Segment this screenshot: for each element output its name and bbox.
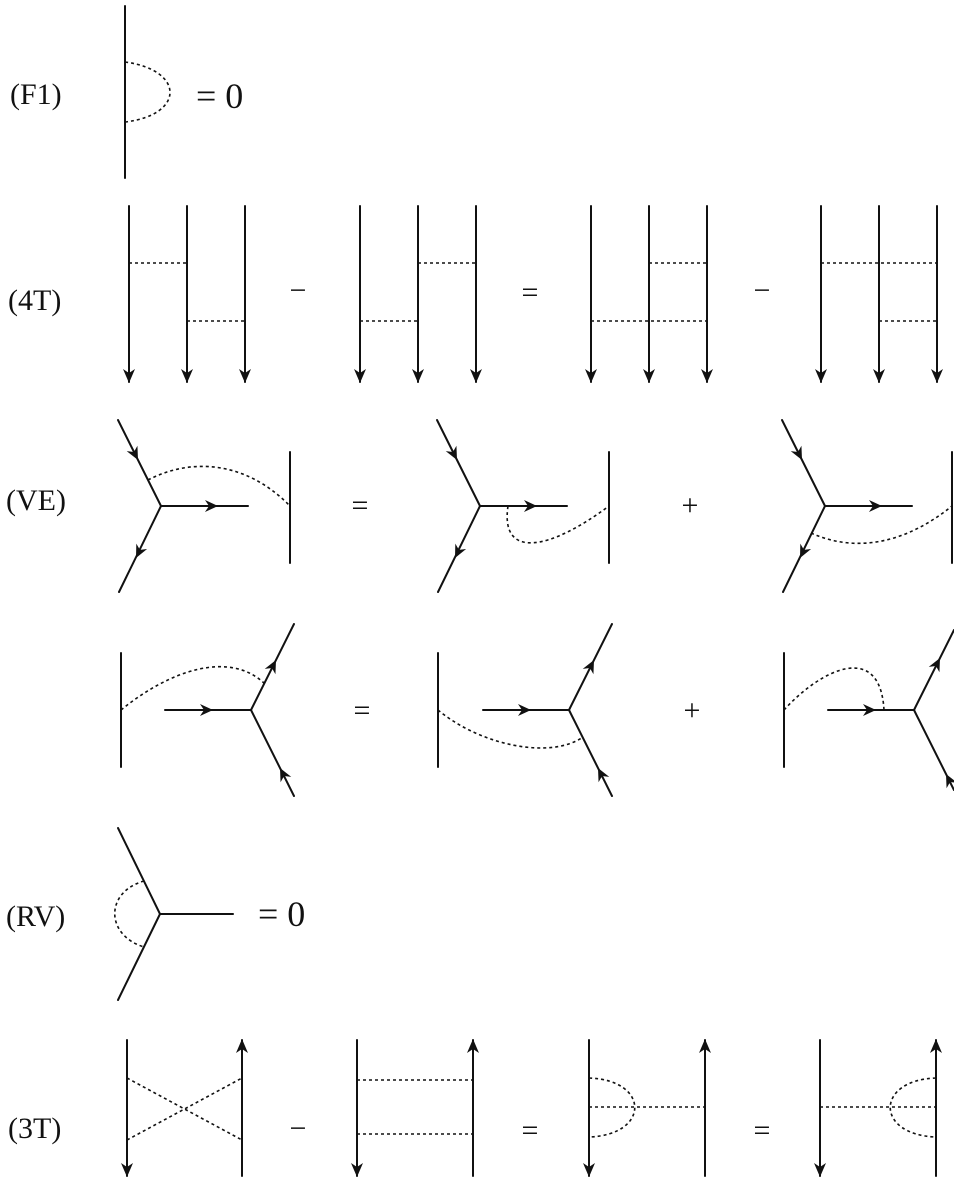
ve-op-2: + bbox=[682, 489, 699, 522]
relation-f1: (F1) = 0 bbox=[10, 5, 243, 179]
3t-diagram-3 bbox=[583, 1039, 711, 1177]
label-4t: (4T) bbox=[8, 284, 61, 317]
label-ve: (VE) bbox=[6, 484, 66, 517]
ve-mirror-diagram-3 bbox=[783, 629, 954, 791]
relation-4t: (4T) − = − bbox=[8, 205, 943, 383]
relation-3t: (3T) − = = bbox=[8, 1039, 942, 1177]
3t-diagram-1 bbox=[121, 1039, 248, 1177]
ve-mirror-diagram-1 bbox=[120, 623, 295, 797]
ve-mirror-op-1: = bbox=[354, 694, 371, 727]
relation-ve: (VE) = + bbox=[6, 419, 953, 593]
ve-diagram-2 bbox=[436, 419, 610, 593]
ve-diagram-3 bbox=[781, 419, 953, 593]
3t-op-2: = bbox=[522, 1114, 539, 1147]
label-3t: (3T) bbox=[8, 1112, 61, 1145]
f1-diagram bbox=[124, 5, 171, 179]
ve-mirror-diagram-2 bbox=[437, 623, 613, 797]
rv-rhs: = 0 bbox=[258, 894, 305, 934]
ve-mirror-op-2: + bbox=[684, 694, 701, 727]
4t-op-1: − bbox=[290, 274, 307, 307]
3t-op-1: − bbox=[290, 1112, 307, 1145]
4t-diagram-2 bbox=[354, 205, 482, 383]
relation-ve-mirror: = + bbox=[120, 623, 954, 797]
4t-diagram-3 bbox=[585, 205, 713, 383]
label-rv: (RV) bbox=[6, 900, 65, 933]
4t-op-3: − bbox=[754, 274, 771, 307]
label-f1: (F1) bbox=[10, 78, 62, 111]
4t-diagram-4 bbox=[815, 205, 943, 383]
3t-diagram-2 bbox=[351, 1039, 479, 1177]
relation-rv: (RV) = 0 bbox=[6, 827, 305, 1001]
4t-diagram-1 bbox=[123, 205, 251, 383]
4t-op-2: = bbox=[522, 276, 539, 309]
ve-diagram-1 bbox=[117, 419, 291, 593]
f1-rhs: = 0 bbox=[196, 76, 243, 116]
3t-op-3: = bbox=[754, 1114, 771, 1147]
rv-diagram bbox=[113, 827, 234, 1001]
3t-diagram-4 bbox=[814, 1039, 942, 1177]
ve-op-1: = bbox=[352, 489, 369, 522]
